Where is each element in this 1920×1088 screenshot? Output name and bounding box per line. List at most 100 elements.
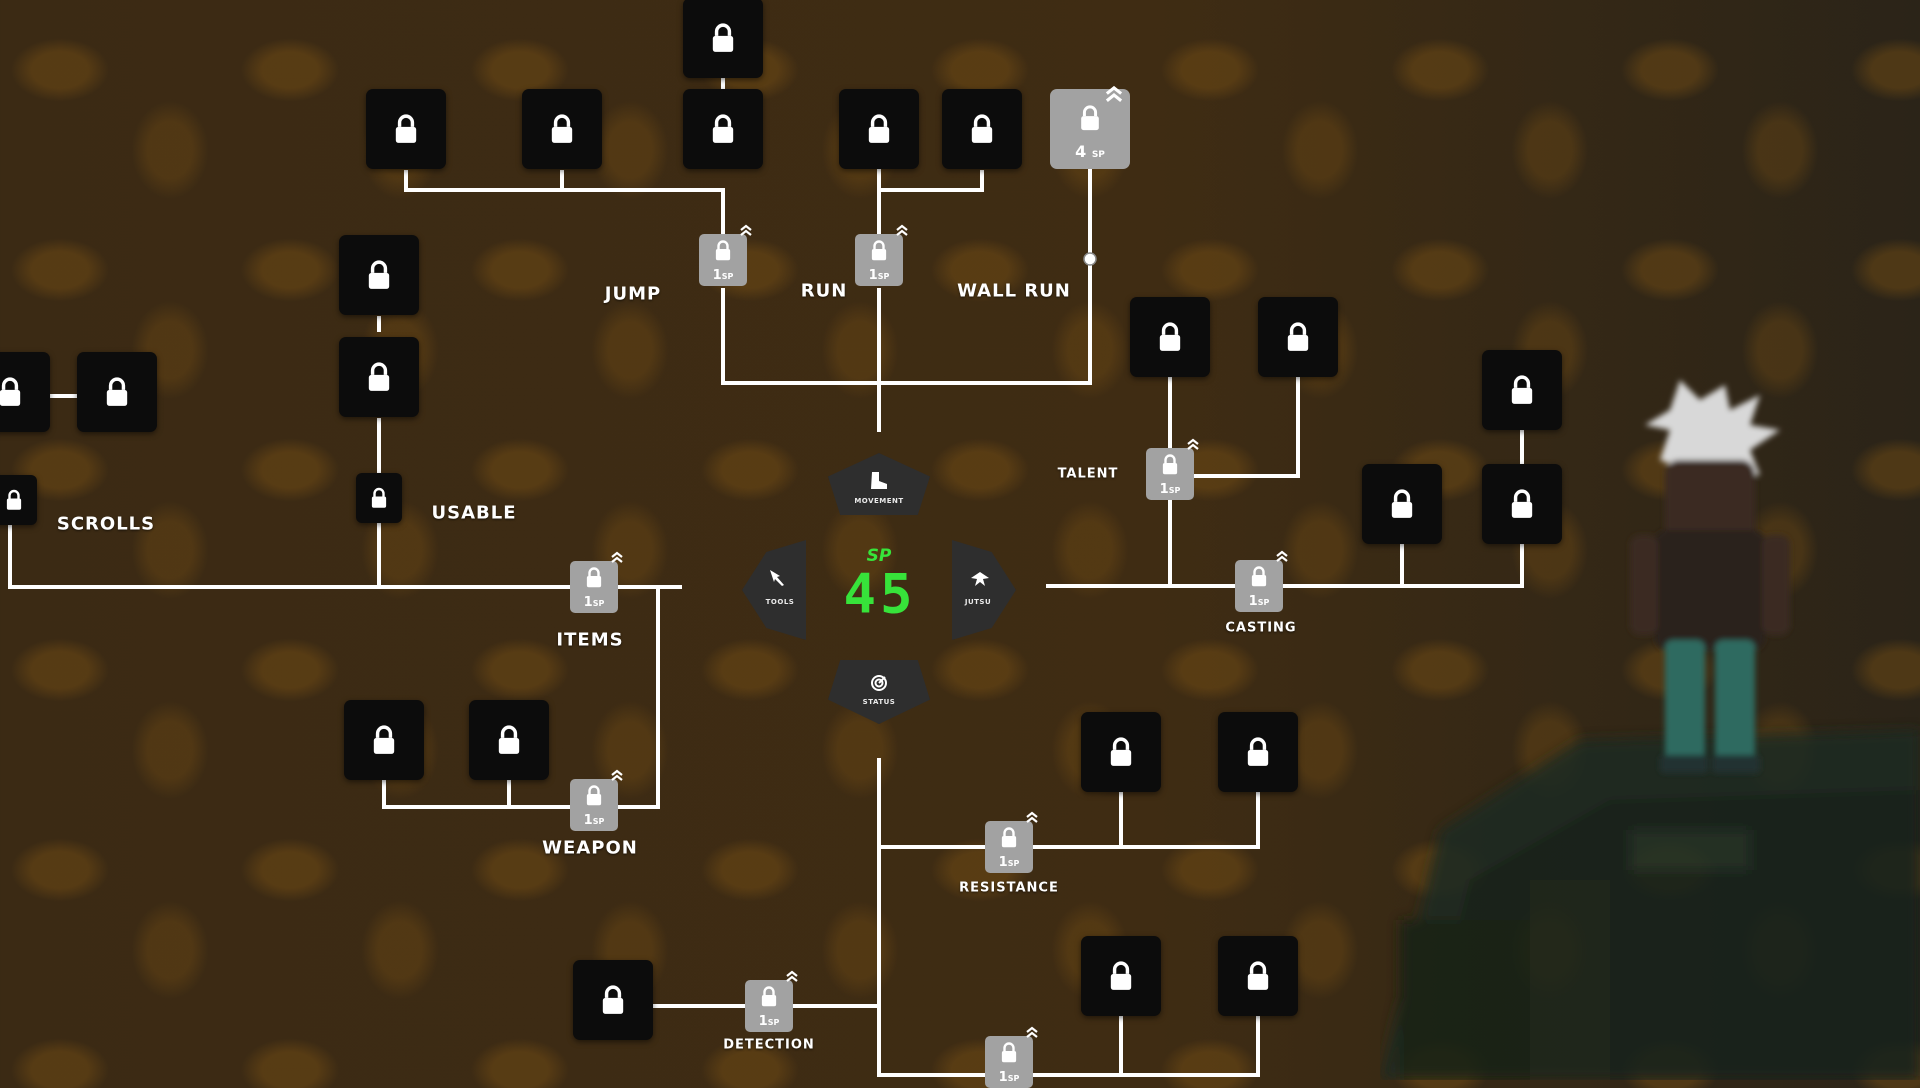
branch-label-weapon: WEAPON bbox=[542, 837, 638, 859]
movement-jump-locked-top[interactable] bbox=[683, 0, 763, 78]
status-bottom-locked-2[interactable] bbox=[1218, 936, 1298, 1016]
jutsu-talent-locked-1[interactable] bbox=[1130, 297, 1210, 377]
tools-scrolls-locked-1[interactable] bbox=[0, 352, 50, 432]
tools-scrolls-locked-2[interactable] bbox=[77, 352, 157, 432]
double-chevron-up-icon bbox=[610, 551, 624, 565]
skill-items[interactable]: 1SP bbox=[570, 561, 618, 613]
branch-label-wall-run: WALL RUN bbox=[957, 280, 1071, 302]
movement-jump-locked-1[interactable] bbox=[366, 89, 446, 169]
lock-icon bbox=[496, 725, 522, 755]
spiral-icon bbox=[871, 675, 887, 691]
status-bottom-locked-1[interactable] bbox=[1081, 936, 1161, 1016]
double-chevron-up-icon bbox=[1025, 811, 1039, 825]
lock-icon bbox=[1000, 1042, 1018, 1063]
lock-icon bbox=[371, 725, 397, 755]
branch-label-items: ITEMS bbox=[556, 629, 624, 651]
branch-label-casting: CASTING bbox=[1225, 620, 1297, 636]
category-label: TOOLS bbox=[765, 598, 795, 606]
skill-cost: 1SP bbox=[758, 1014, 780, 1029]
lock-icon bbox=[866, 114, 892, 144]
kunai-icon bbox=[769, 570, 784, 586]
skill-cost: 4 SP bbox=[1075, 142, 1105, 161]
lock-icon bbox=[710, 23, 736, 53]
double-chevron-up-icon bbox=[739, 224, 753, 238]
skill-cost: 1SP bbox=[583, 813, 605, 828]
sp-value: 45 bbox=[843, 562, 917, 626]
tools-weapon-locked-1[interactable] bbox=[344, 700, 424, 780]
status-resistance-locked-1[interactable] bbox=[1081, 712, 1161, 792]
lock-icon bbox=[549, 114, 575, 144]
lock-icon bbox=[1161, 454, 1179, 475]
skill-wall-run[interactable]: 4 SP bbox=[1050, 89, 1130, 169]
lock-icon bbox=[366, 260, 392, 290]
double-chevron-up-icon bbox=[1104, 85, 1124, 105]
tools-scrolls-node[interactable] bbox=[0, 475, 37, 525]
lock-icon bbox=[5, 489, 23, 511]
skill-weapon[interactable]: 1SP bbox=[570, 779, 618, 831]
branch-label-jump: JUMP bbox=[604, 283, 662, 305]
player-character-scene bbox=[1380, 380, 1920, 1080]
lock-icon bbox=[600, 985, 626, 1015]
lock-icon bbox=[714, 240, 732, 261]
lock-icon bbox=[1245, 961, 1271, 991]
lock-icon bbox=[585, 567, 603, 588]
double-chevron-up-icon bbox=[1275, 550, 1289, 564]
lock-icon bbox=[585, 785, 603, 806]
status-resistance-locked-2[interactable] bbox=[1218, 712, 1298, 792]
status-detection-locked[interactable] bbox=[573, 960, 653, 1040]
skill-cost: 1SP bbox=[1159, 482, 1181, 497]
lock-icon bbox=[104, 377, 130, 407]
skill-cost: 1SP bbox=[1248, 594, 1270, 609]
double-chevron-up-icon bbox=[610, 769, 624, 783]
movement-jump-locked-3[interactable] bbox=[683, 89, 763, 169]
jutsu-casting-locked-1[interactable] bbox=[1362, 464, 1442, 544]
lock-icon bbox=[393, 114, 419, 144]
tools-weapon-locked-2[interactable] bbox=[469, 700, 549, 780]
branch-label-scrolls: SCROLLS bbox=[56, 513, 156, 535]
lock-icon bbox=[870, 240, 888, 261]
movement-jump-locked-2[interactable] bbox=[522, 89, 602, 169]
lock-icon bbox=[1108, 737, 1134, 767]
branch-label-detection: DETECTION bbox=[723, 1037, 815, 1053]
lock-icon bbox=[0, 377, 23, 407]
category-label: JUTSU bbox=[964, 598, 992, 606]
lock-icon bbox=[1157, 322, 1183, 352]
skill-detection[interactable]: 1SP bbox=[745, 980, 793, 1032]
skill-run[interactable]: 1SP bbox=[855, 234, 903, 286]
double-chevron-up-icon bbox=[895, 224, 909, 238]
lock-icon bbox=[370, 487, 388, 509]
skill-status-bottom[interactable]: 1SP bbox=[985, 1036, 1033, 1088]
lock-icon bbox=[1250, 566, 1268, 587]
jutsu-casting-locked-2[interactable] bbox=[1482, 464, 1562, 544]
lock-icon bbox=[760, 986, 778, 1007]
skill-jump[interactable]: 1SP bbox=[699, 234, 747, 286]
jutsu-talent-locked-2[interactable] bbox=[1258, 297, 1338, 377]
skill-talent[interactable]: 1SP bbox=[1146, 448, 1194, 500]
lock-icon bbox=[710, 114, 736, 144]
skill-cost: 1SP bbox=[868, 268, 890, 283]
skill-cost: 1SP bbox=[998, 855, 1020, 870]
tools-usable-locked-2[interactable] bbox=[339, 337, 419, 417]
double-chevron-up-icon bbox=[1186, 438, 1200, 452]
lock-icon bbox=[1245, 737, 1271, 767]
lock-icon bbox=[969, 114, 995, 144]
skill-resistance[interactable]: 1SP bbox=[985, 821, 1033, 873]
movement-run-locked-1[interactable] bbox=[839, 89, 919, 169]
jutsu-casting-locked-top[interactable] bbox=[1482, 350, 1562, 430]
double-chevron-up-icon bbox=[1025, 1026, 1039, 1040]
tools-usable-locked-top[interactable] bbox=[339, 235, 419, 315]
skill-casting[interactable]: 1SP bbox=[1235, 560, 1283, 612]
scroll-hand-icon bbox=[971, 572, 990, 586]
lock-icon bbox=[366, 362, 392, 392]
movement-run-locked-2[interactable] bbox=[942, 89, 1022, 169]
tools-usable-node[interactable] bbox=[356, 473, 402, 523]
sp-label: SP bbox=[866, 546, 892, 566]
category-label: MOVEMENT bbox=[854, 497, 904, 505]
branch-label-run: RUN bbox=[800, 280, 848, 302]
branch-label-resistance: RESISTANCE bbox=[959, 880, 1059, 896]
lock-icon bbox=[1000, 827, 1018, 848]
double-chevron-up-icon bbox=[785, 970, 799, 984]
skill-cost: 1SP bbox=[583, 595, 605, 610]
category-label: STATUS bbox=[862, 698, 896, 706]
